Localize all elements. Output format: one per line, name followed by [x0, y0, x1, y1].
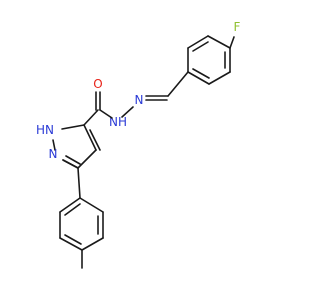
bond-n-c-inner	[65, 155, 81, 165]
bond-inner	[64, 234, 82, 245]
molecule-diagram: F N NH O HN N	[36, 20, 241, 269]
structure-canvas: F N NH O HN N	[36, 20, 241, 269]
bond-nh-c	[99, 109, 113, 119]
bond-c-f	[229, 36, 235, 49]
tolyl-ring	[59, 197, 104, 251]
bond	[83, 124, 97, 151]
imine-nitrogen-label: N	[135, 93, 144, 107]
fluorophenyl-ring	[187, 35, 231, 85]
bond-inner	[192, 41, 209, 52]
bond-ring-ch	[167, 71, 189, 97]
bond	[207, 35, 231, 49]
bond	[79, 197, 104, 213]
bond-inner	[64, 203, 81, 216]
carbonyl-oxygen-label: O	[93, 77, 102, 91]
amide-nh-label: NH	[109, 115, 127, 129]
bond-n-c	[62, 159, 79, 169]
bond	[77, 149, 97, 169]
bond	[52, 139, 56, 151]
pyrazole-nh-label: HN	[36, 123, 54, 137]
bond-inner	[192, 68, 210, 79]
bond-carbonyl-ring	[83, 109, 99, 126]
bond	[187, 35, 209, 49]
bond	[81, 237, 104, 251]
fluorine-label: F	[234, 20, 241, 34]
pyrazole-n-label: N	[49, 147, 58, 161]
bond-pyrazole-tolyl	[77, 167, 81, 199]
bond-inner	[89, 129, 101, 151]
bond	[208, 71, 231, 85]
bond	[59, 197, 81, 213]
bond	[59, 237, 83, 251]
bond-n-n	[121, 106, 134, 118]
bond	[61, 124, 85, 130]
bond	[187, 71, 210, 85]
